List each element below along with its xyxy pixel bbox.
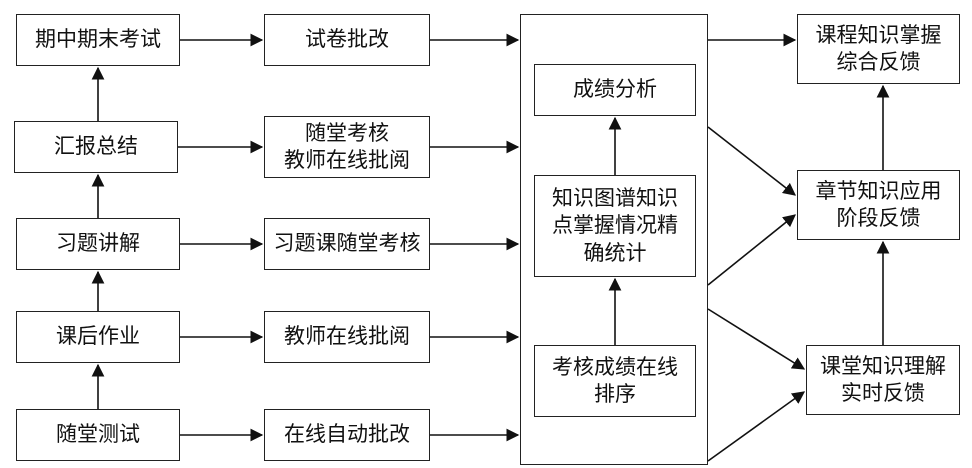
node-label: 考核成绩在线 排序 — [552, 354, 678, 406]
arrow-frame-to-class-b — [707, 391, 806, 462]
arrow-frame-to-chapter-a — [707, 126, 797, 196]
node-course-feedback: 课程知识掌握 综合反馈 — [797, 14, 960, 84]
node-teacher-online: 教师在线批阅 — [264, 311, 430, 363]
node-ranking: 考核成绩在线 排序 — [534, 345, 696, 417]
node-label: 章节知识应用 阶段反馈 — [815, 178, 942, 230]
node-label: 成绩分析 — [573, 77, 657, 102]
node-exercise-class-assess: 习题课随堂考核 — [264, 218, 430, 270]
node-label: 教师在线批阅 — [284, 324, 410, 349]
node-paper-grading: 试卷批改 — [264, 14, 430, 66]
node-chapter-feedback: 章节知识应用 阶段反馈 — [797, 170, 960, 240]
node-label: 试卷批改 — [305, 27, 389, 52]
node-label: 课堂知识理解 实时反馈 — [820, 353, 946, 405]
node-label: 汇报总结 — [54, 134, 138, 159]
node-label: 习题讲解 — [56, 231, 140, 256]
node-label: 知识图谱知识 点掌握情况精 确统计 — [552, 186, 678, 265]
node-label: 习题课随堂考核 — [273, 231, 421, 256]
node-label: 随堂测试 — [56, 422, 140, 447]
node-online-auto: 在线自动批改 — [264, 409, 430, 461]
node-label: 课程知识掌握 综合反馈 — [815, 22, 942, 74]
node-report-summary: 汇报总结 — [14, 121, 178, 173]
node-label: 在线自动批改 — [284, 422, 410, 447]
node-class-feedback: 课堂知识理解 实时反馈 — [806, 345, 960, 415]
node-knowledge-graph: 知识图谱知识 点掌握情况精 确统计 — [534, 175, 696, 277]
arrow-frame-to-class-a — [707, 308, 806, 370]
node-label: 课后作业 — [56, 324, 140, 349]
node-class-quiz: 随堂测试 — [16, 409, 180, 461]
node-score-analysis: 成绩分析 — [534, 64, 696, 116]
node-label: 期中期末考试 — [35, 27, 161, 52]
node-class-assess-teacher: 随堂考核 教师在线批阅 — [264, 116, 430, 178]
node-final-exam: 期中期末考试 — [16, 14, 180, 66]
arrow-frame-to-chapter-b — [707, 214, 796, 286]
node-homework: 课后作业 — [16, 311, 180, 363]
node-label: 随堂考核 教师在线批阅 — [284, 120, 410, 172]
node-exercise-explain: 习题讲解 — [16, 218, 180, 270]
